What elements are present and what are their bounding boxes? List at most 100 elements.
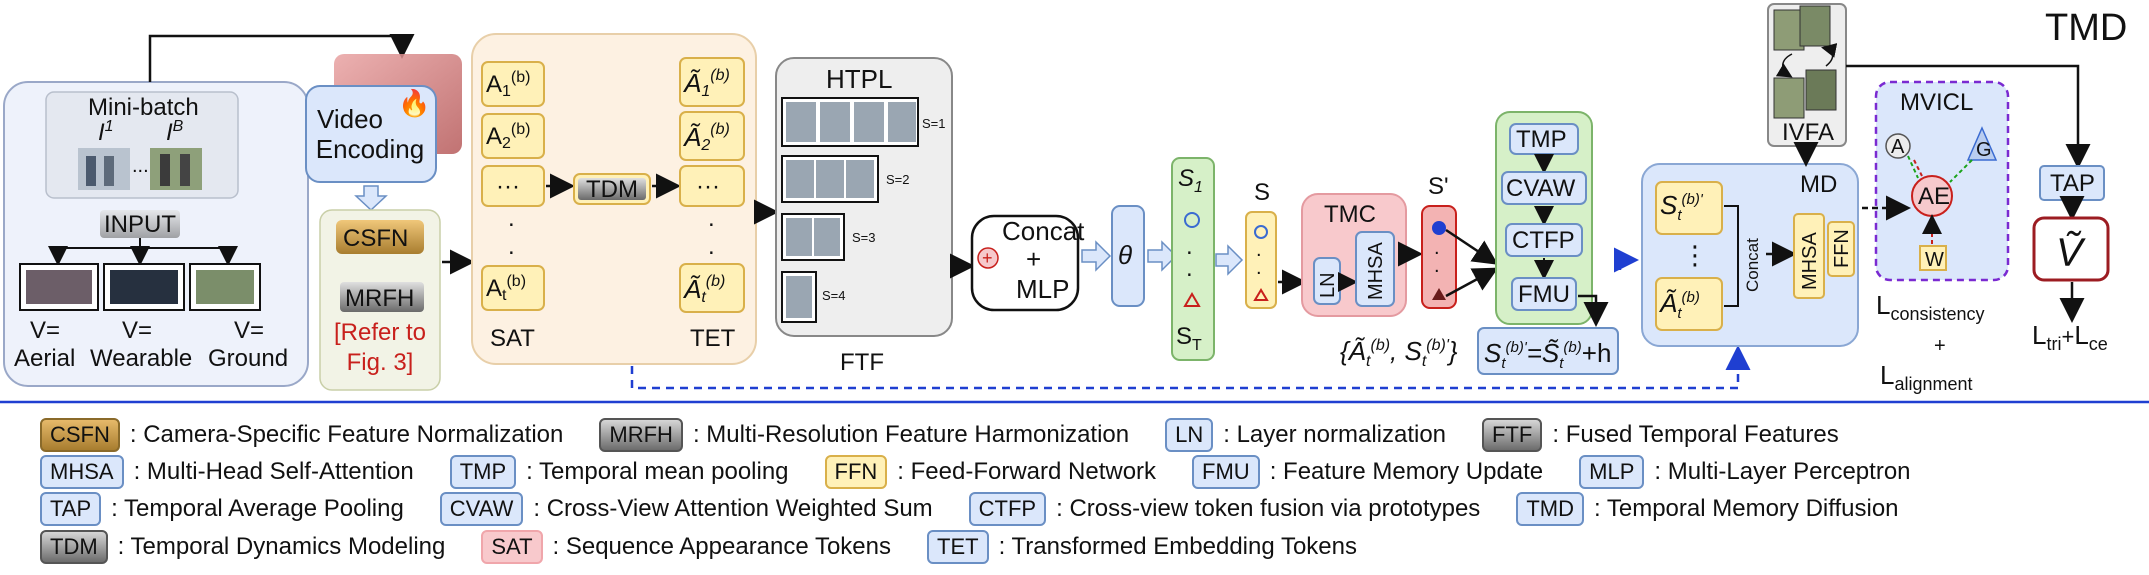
svg-text:···: ··· bbox=[696, 173, 720, 200]
legend-item: MLP : Multi-Layer Perceptron bbox=[1579, 455, 1911, 489]
legend-item: FTF : Fused Temporal Features bbox=[1482, 418, 1839, 452]
svg-text:TDM: TDM bbox=[586, 176, 638, 203]
legend-tag: FTF bbox=[1482, 418, 1543, 452]
md-label: MD bbox=[1800, 171, 1837, 198]
legend-tag: MLP bbox=[1579, 455, 1645, 489]
legend-tag: MHSA bbox=[40, 455, 124, 489]
legend-item: CSFN: Camera-Specific Feature Normalizat… bbox=[40, 418, 563, 452]
scale-4-label: S=4 bbox=[822, 288, 846, 303]
svg-text:.: . bbox=[1186, 233, 1193, 260]
svg-text:+: + bbox=[982, 248, 993, 268]
legend-description: : Layer normalization bbox=[1223, 421, 1447, 448]
svg-text:θ: θ bbox=[1118, 240, 1132, 270]
svg-text:St(b)'=S̃t(b)+h: St(b)'=S̃t(b)+h bbox=[1484, 338, 1611, 372]
ftf-label: FTF bbox=[840, 349, 884, 376]
ctfp-box bbox=[1505, 223, 1583, 257]
svg-text:LN: LN bbox=[1317, 272, 1339, 298]
svg-text:W: W bbox=[1925, 249, 1944, 271]
s-prime-label: S' bbox=[1428, 173, 1449, 200]
legend-item: TDM : Temporal Dynamics Modeling bbox=[40, 530, 445, 564]
legend-tag: TET bbox=[927, 530, 989, 564]
flame-icon: 🔥 bbox=[398, 88, 430, 118]
cvaw-box bbox=[1501, 171, 1587, 205]
legend-description: : Cross-View Attention Weighted Sum bbox=[533, 495, 933, 522]
svg-text:MRFH: MRFH bbox=[345, 285, 414, 312]
video-encoding-box bbox=[305, 85, 437, 183]
svg-text:.: . bbox=[1256, 239, 1262, 261]
legend-item: MRFH: Multi-Resolution Feature Harmoniza… bbox=[599, 418, 1129, 452]
final-loss: Ltri+Lce bbox=[2032, 320, 2108, 354]
md-s-item bbox=[1655, 181, 1723, 235]
anchor-node bbox=[1885, 133, 1911, 159]
legend-description: : Temporal Dynamics Modeling bbox=[117, 533, 446, 560]
scale-1-frames bbox=[781, 97, 919, 147]
legend-row: TAP: Temporal Average Pooling CVAW : Cross… bbox=[40, 492, 2109, 526]
md-mhsa-box bbox=[1793, 213, 1825, 299]
sat-column: A1(b) A2(b) ··· .. At(b) bbox=[481, 61, 545, 311]
legend-description: : Feed-Forward Network bbox=[897, 458, 1157, 485]
legend-tag: LN bbox=[1165, 418, 1214, 452]
legend-description: : Temporal Average Pooling bbox=[111, 495, 404, 522]
svg-text:I1: I1 bbox=[98, 118, 114, 146]
svg-text:St(b)': St(b)' bbox=[1660, 190, 1704, 224]
legend-description: : Sequence Appearance Tokens bbox=[552, 533, 891, 560]
mhsa-box bbox=[1355, 231, 1395, 307]
svg-text:MHSA: MHSA bbox=[1799, 232, 1821, 290]
token-set-label: {Ãt(b), St(b)'} bbox=[1340, 336, 1458, 370]
s-label: S bbox=[1254, 179, 1270, 206]
svg-text:CSFN: CSFN bbox=[343, 225, 408, 252]
legend-tag: TDM bbox=[40, 530, 108, 564]
scale-4-frames bbox=[781, 271, 817, 323]
htpl-label: HTPL bbox=[826, 64, 892, 94]
legend-description: : Multi-Layer Perceptron bbox=[1654, 458, 1911, 485]
view-label-ground: V=Ground bbox=[208, 317, 288, 372]
svg-text:FMU: FMU bbox=[1518, 281, 1570, 308]
tmc-label: TMC bbox=[1324, 201, 1376, 228]
legend-description: : Temporal mean pooling bbox=[526, 458, 789, 485]
svg-text:.: . bbox=[508, 233, 515, 260]
theta-box bbox=[1111, 205, 1145, 307]
scale-2-label: S=2 bbox=[886, 172, 910, 187]
legend-row: CSFN: Camera-Specific Feature Normalizat… bbox=[40, 418, 2109, 452]
scale-3-frames bbox=[781, 213, 845, 261]
legend-item: FFN: Feed-Forward Network bbox=[824, 455, 1157, 489]
legend-description: : Cross-view token fusion via prototypes bbox=[1056, 495, 1481, 522]
v-hat-box bbox=[2032, 216, 2110, 282]
md-ffn-box bbox=[1827, 221, 1855, 277]
loss-alignment: Lalignment bbox=[1880, 360, 1973, 394]
mvicl-label: MVICL bbox=[1900, 89, 1973, 116]
legend-item: CTFP: Cross-view token fusion via protot… bbox=[968, 492, 1481, 526]
legend-item: TET: Transformed Embedding Tokens bbox=[927, 530, 1357, 564]
scale-2-frames bbox=[781, 155, 879, 203]
legend-description: : Temporal Memory Diffusion bbox=[1593, 495, 1899, 522]
svg-text:FFN: FFN bbox=[1831, 229, 1853, 268]
ib-label: I bbox=[166, 119, 173, 146]
legend-tag: SAT bbox=[481, 530, 543, 564]
guide-node bbox=[1966, 126, 1998, 161]
i1-label: I bbox=[98, 119, 105, 146]
tet-column: Ã1(b) Ã2(b) ··· .. Ãt(b) bbox=[679, 57, 745, 313]
legend-item: FMU: Feature Memory Update bbox=[1192, 455, 1543, 489]
svg-text:CTFP: CTFP bbox=[1512, 227, 1575, 254]
s-sequence-box bbox=[1171, 157, 1215, 361]
svg-text:+: + bbox=[1934, 335, 1946, 357]
scale-3-label: S=3 bbox=[852, 230, 876, 245]
figure-title: TMD bbox=[2045, 7, 2127, 49]
svg-text:.: . bbox=[708, 233, 715, 260]
legend-description: : Feature Memory Update bbox=[1269, 458, 1544, 485]
legend-description: : Fused Temporal Features bbox=[1552, 421, 1839, 448]
legend-item: TAP: Temporal Average Pooling bbox=[40, 492, 404, 526]
legend-item: MHSA: Multi-Head Self-Attention bbox=[40, 455, 414, 489]
legend-tag: CVAW bbox=[439, 492, 524, 526]
tet-label: TET bbox=[690, 325, 736, 352]
svg-text:MLP: MLP bbox=[1016, 274, 1069, 304]
legend-item: LN : Layer normalization bbox=[1165, 418, 1446, 452]
legend-row: TDM : Temporal Dynamics Modeling SAT : Sequ… bbox=[40, 530, 2109, 564]
svg-text:G: G bbox=[1976, 139, 1992, 161]
legend-tag: TMD bbox=[1516, 492, 1584, 526]
svg-text:+: + bbox=[1026, 244, 1041, 274]
scale-1-label: S=1 bbox=[922, 116, 946, 131]
